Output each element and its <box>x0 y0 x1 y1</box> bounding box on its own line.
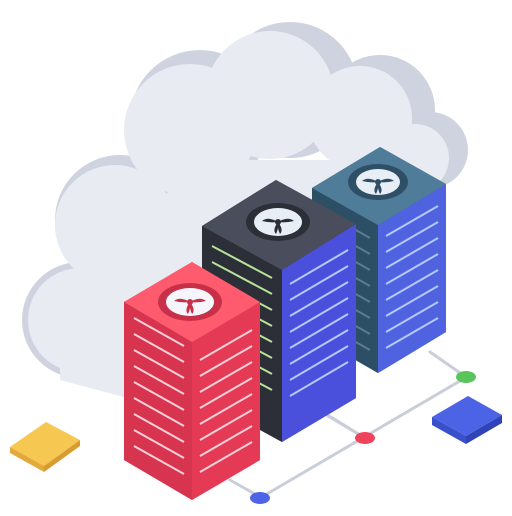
yellow-tile <box>10 422 80 472</box>
pink-node <box>355 432 375 444</box>
blue-tile <box>432 396 502 444</box>
green-node <box>456 371 476 383</box>
blue-node <box>250 492 270 504</box>
fan-icon <box>348 164 408 200</box>
network-nodes <box>250 371 476 504</box>
fan-icon <box>246 203 310 241</box>
fan-icon <box>158 283 222 321</box>
red-server-rack <box>124 262 260 500</box>
